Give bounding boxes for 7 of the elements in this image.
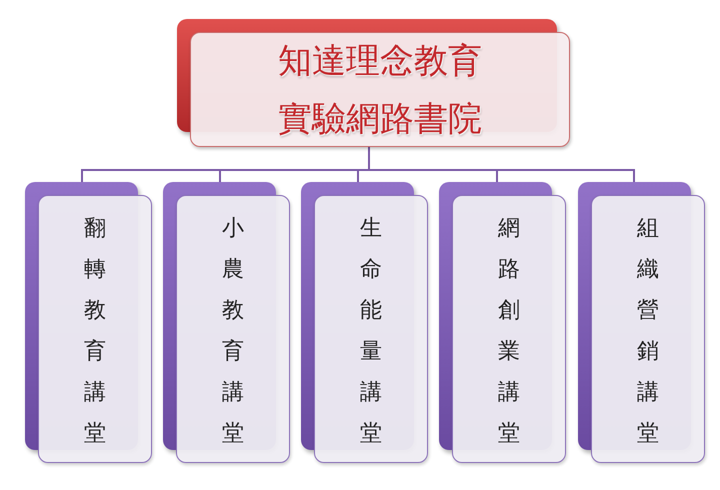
vertical-label: 生命能量講堂 — [360, 214, 382, 447]
title-text: 知達理念教育實驗網路書院 — [277, 40, 483, 140]
vertical-label: 小農教育講堂 — [222, 214, 244, 447]
vertical-label: 組織營銷講堂 — [637, 214, 659, 447]
vertical-label: 網路創業講堂 — [498, 214, 520, 447]
connector-line — [368, 147, 635, 182]
vertical-label: 翻轉教育講堂 — [84, 214, 106, 447]
